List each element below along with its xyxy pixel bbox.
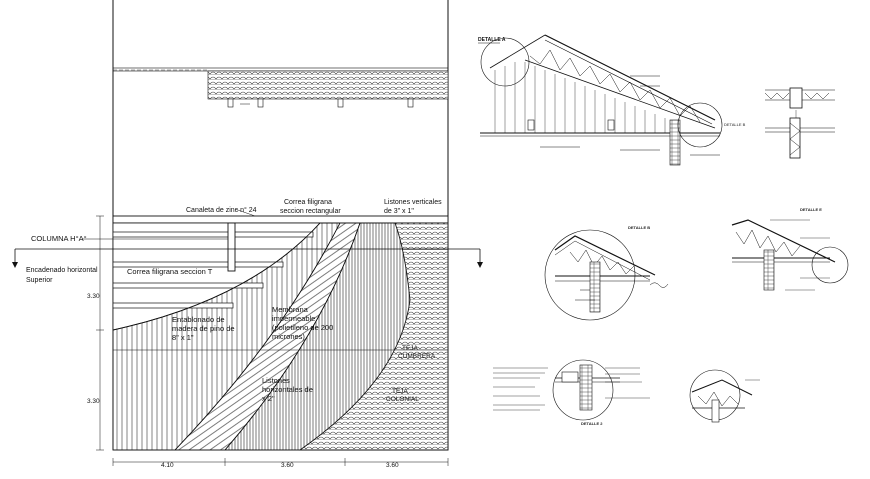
dimension-lines: 3.30 3.30 4.10 3.60 3.60 — [87, 215, 449, 469]
label-membrana-2: impermeable — [272, 314, 315, 323]
label-detalle-2: DETALLE 2 — [581, 421, 603, 426]
detail-small-bottom-right — [689, 369, 760, 423]
label-teja-4: COLONIAL — [386, 396, 419, 403]
main-plan: Canaleta de zinc n° 24 Correa filigrana … — [12, 0, 483, 469]
label-listones-vert-2: de 3" x 1" — [384, 208, 414, 215]
label-encadenado-2: Superior — [26, 277, 53, 284]
label-entablonado-3: 8" x 1" — [172, 333, 194, 342]
label-teja-2: CUMBRERA — [398, 353, 436, 360]
label-correa-t: Correa filigrana seccion T — [127, 267, 213, 276]
label-canaleta: Canaleta de zinc n° 24 — [186, 206, 257, 214]
label-membrana-3: (polietileno de 200 — [272, 323, 333, 332]
label-detalle-b: DETALLE B — [628, 225, 650, 230]
label-detalle-e: DETALLE E — [800, 207, 822, 212]
detail-b: DETALLE B — [544, 225, 669, 321]
label-correa-rect-1: Correa filigrana — [284, 199, 332, 206]
gutter-band — [112, 215, 449, 224]
dim-width-3: 3.60 — [386, 462, 399, 469]
label-columna: COLUMNA H°A° — [31, 234, 87, 243]
label-listones-h-3: x 2" — [262, 394, 275, 403]
label-membrana-1: Membrana — [272, 305, 309, 314]
label-encadenado-1: Encadenado horizontal — [26, 267, 98, 274]
label-teja-1: TEJA — [402, 345, 419, 352]
concrete-column — [227, 222, 236, 272]
detail-e: DETALLE E — [731, 207, 849, 291]
label-correa-rect-2: seccion rectangular — [280, 208, 341, 215]
dim-width-1: 4.10 — [161, 462, 174, 469]
roof-plan — [12, 215, 483, 451]
label-entablonado-1: Entablonado de — [172, 315, 225, 324]
detail-2: DETALLE 2 — [493, 359, 650, 426]
label-membrana-4: micrones) — [272, 332, 305, 341]
dim-height-2: 3.30 — [87, 398, 100, 405]
detail-a-truss: DETALLE A DETALLE B — [478, 34, 746, 166]
label-entablonado-2: madera de pino de — [172, 324, 235, 333]
label-teja-3: TEJA — [392, 388, 409, 395]
dim-height-1: 3.30 — [87, 293, 100, 300]
dim-width-2: 3.60 — [281, 462, 294, 469]
roof-elevation-strip — [112, 67, 449, 108]
label-detalle-a: DETALLE A — [478, 37, 506, 43]
plan-labels: Canaleta de zinc n° 24 Correa filigrana … — [26, 199, 442, 403]
label-listones-h-1: Listones — [262, 376, 290, 385]
detail-joint-small — [764, 87, 835, 159]
label-listones-vert-1: Listones verticales — [384, 199, 442, 206]
label-listones-h-2: horizontales de — [262, 385, 313, 394]
label-detalle-b-top: DETALLE B — [724, 122, 746, 127]
